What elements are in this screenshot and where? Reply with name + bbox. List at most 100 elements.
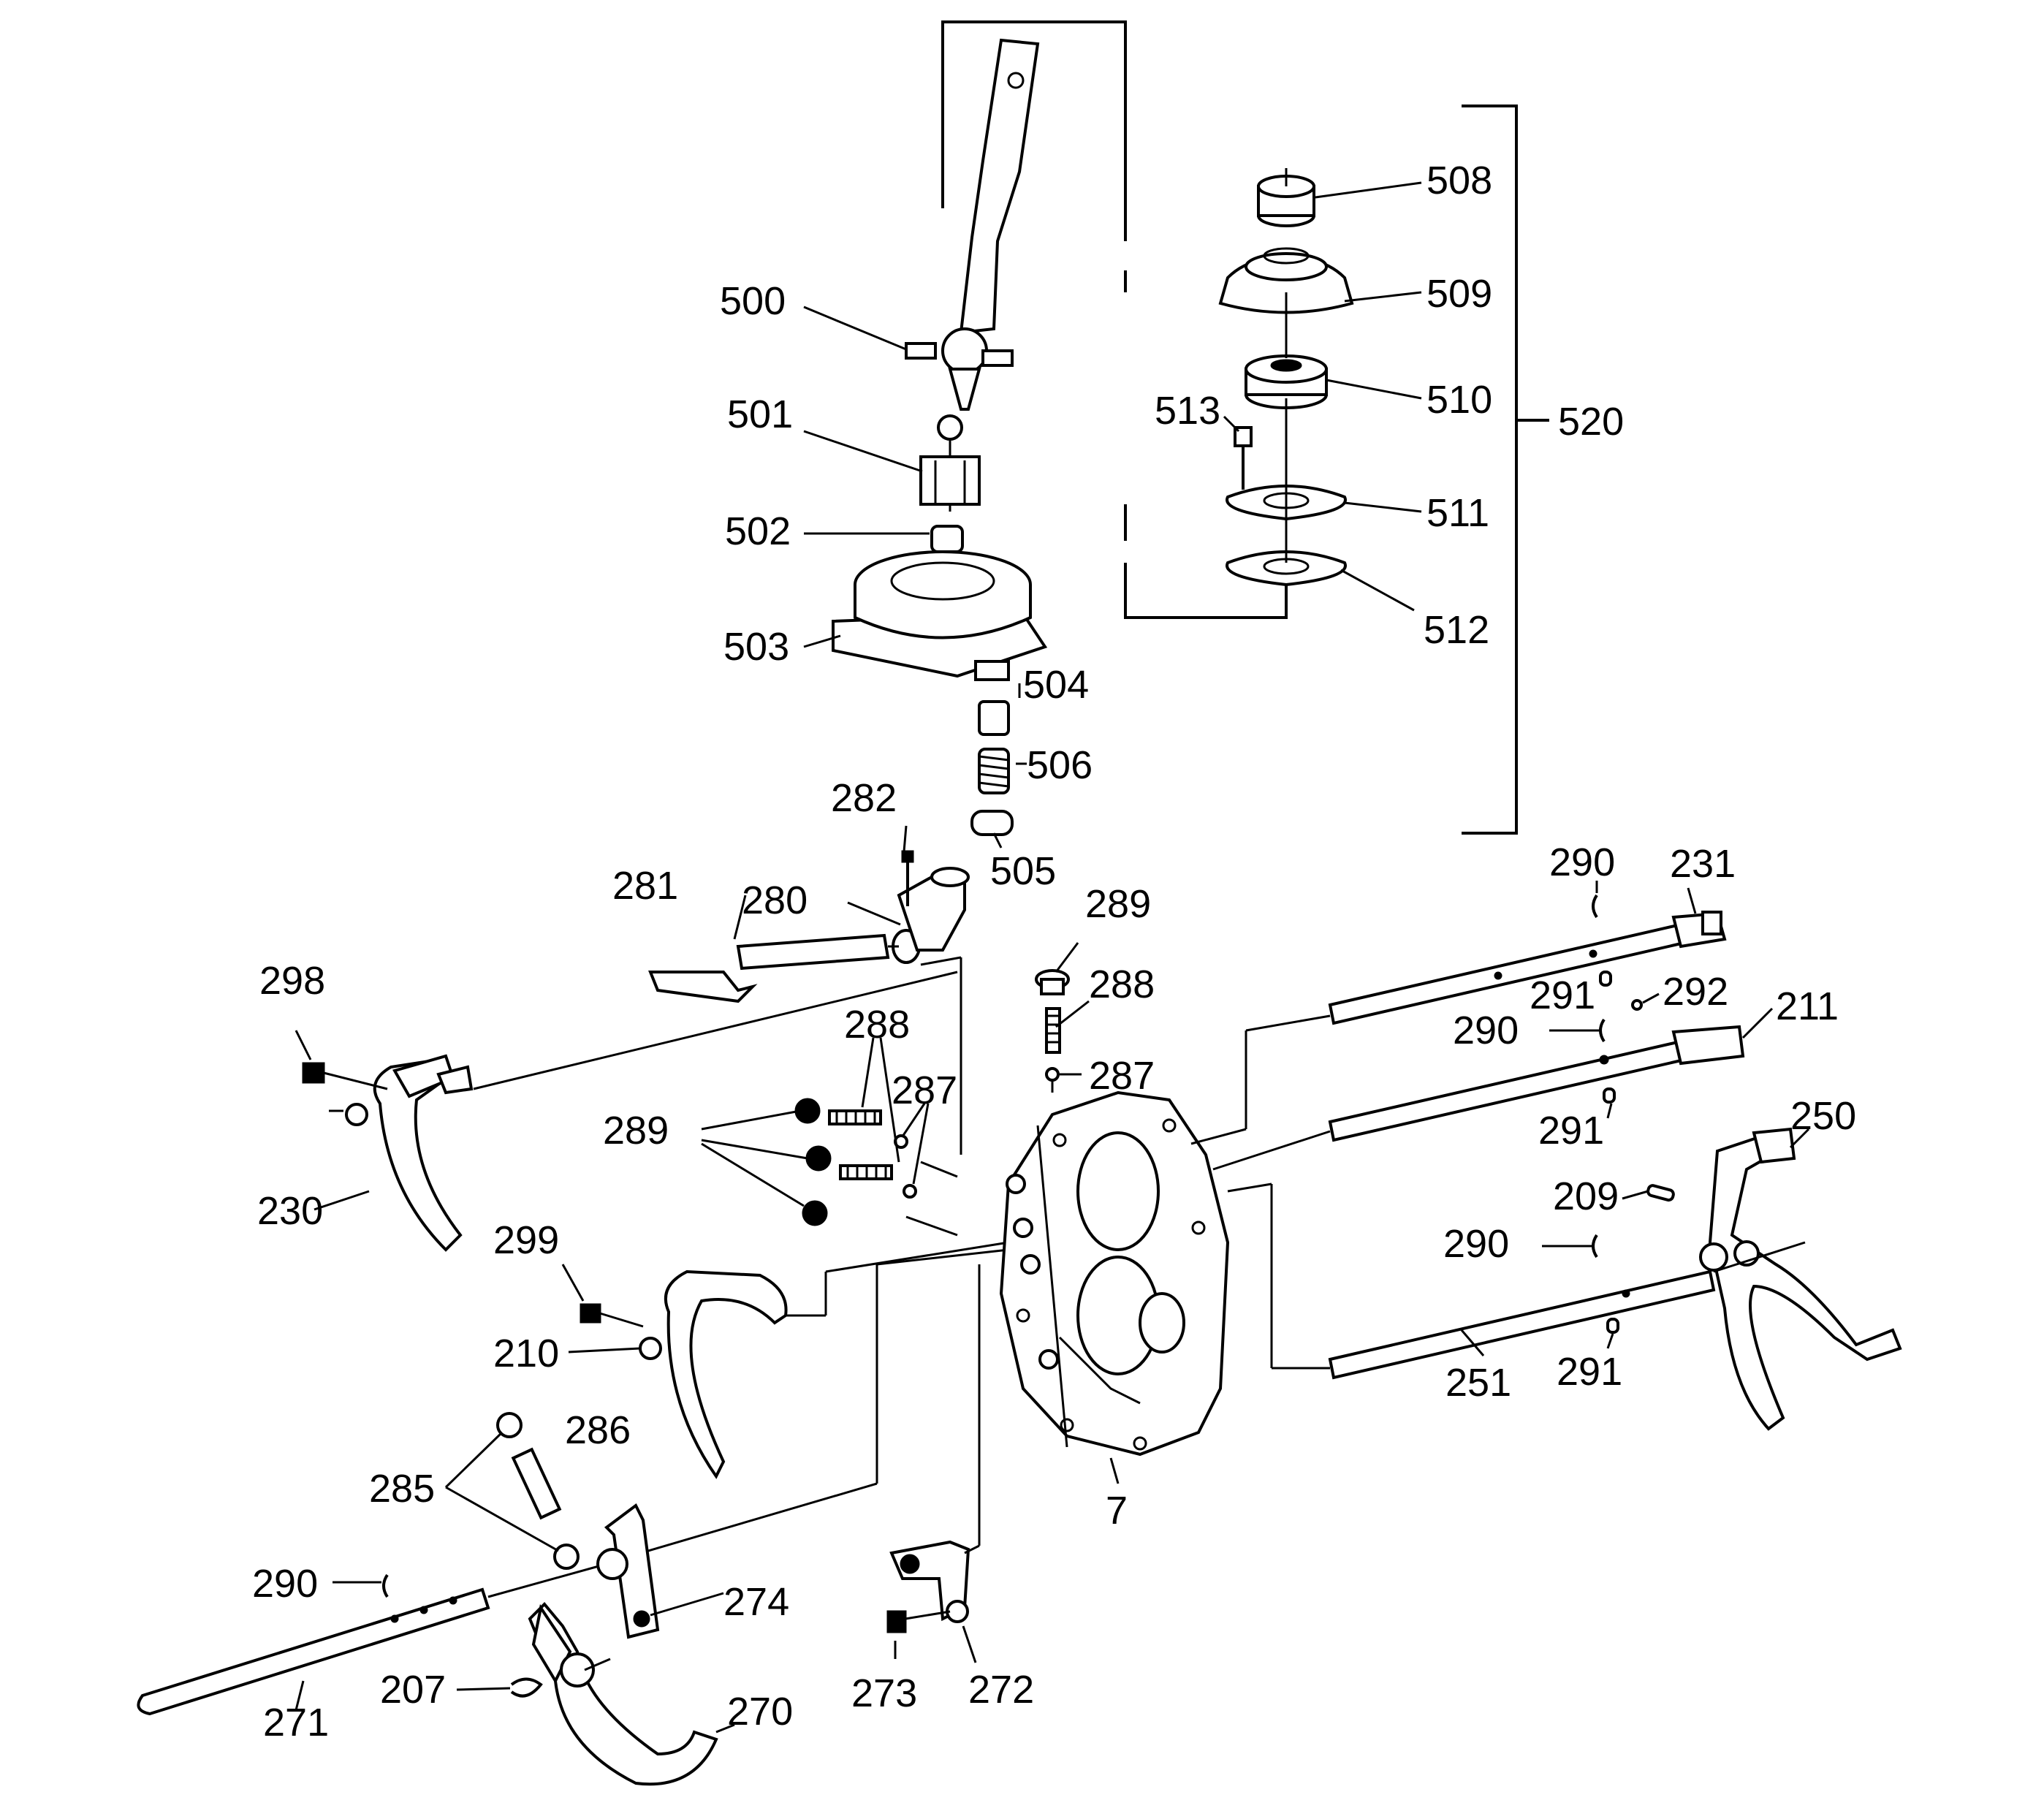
label-286: 286 <box>565 1408 631 1452</box>
clip-207 <box>510 1677 543 1698</box>
bolt-298 <box>295 1030 388 1090</box>
label-511: 511 <box>1426 491 1489 535</box>
spring-506 <box>978 748 1010 794</box>
label-7: 7 <box>1106 1489 1128 1533</box>
label-288-top: 288 <box>1089 963 1155 1006</box>
label-503: 503 <box>723 625 789 669</box>
label-251: 251 <box>1445 1361 1511 1405</box>
detent-plugs-289 <box>794 1098 832 1226</box>
detent-spring-288-top <box>1045 1007 1061 1054</box>
label-510: 510 <box>1426 378 1492 422</box>
spring-286 <box>511 1447 562 1520</box>
bolt-513 <box>1234 426 1253 490</box>
detent-ball-287-top <box>1045 1067 1060 1093</box>
detent-springs-288 <box>828 1109 893 1180</box>
label-207: 207 <box>380 1668 446 1712</box>
label-291-a: 291 <box>1530 973 1595 1017</box>
label-289-left: 289 <box>603 1109 669 1153</box>
bushing-508 <box>1257 168 1315 227</box>
label-230: 230 <box>257 1189 323 1233</box>
bolt-299 <box>561 1264 644 1328</box>
detent-balls-287 <box>894 1134 917 1199</box>
label-250: 250 <box>1790 1094 1856 1138</box>
shift-fork-210 <box>639 1269 788 1479</box>
label-298: 298 <box>259 959 325 1003</box>
label-290-231: 290 <box>1549 840 1615 884</box>
label-508: 508 <box>1426 159 1492 202</box>
pin-292 <box>1631 999 1643 1011</box>
label-287-top: 287 <box>1089 1054 1155 1098</box>
shift-fork-230 <box>345 1054 474 1252</box>
socket-501 <box>919 455 981 506</box>
label-282: 282 <box>831 776 897 820</box>
label-513: 513 <box>1155 389 1220 433</box>
label-231: 231 <box>1670 842 1736 886</box>
label-512: 512 <box>1424 608 1489 652</box>
shift-lever-274 <box>596 1503 660 1639</box>
label-509: 509 <box>1426 272 1492 316</box>
leader-lines <box>803 181 1422 848</box>
pin-291-b <box>1603 1087 1616 1104</box>
bolt-273 <box>886 1610 951 1633</box>
detent-plug-289-top <box>1035 969 1070 995</box>
label-280: 280 <box>742 878 808 922</box>
shift-rail-231 <box>1328 911 1727 1025</box>
label-500: 500 <box>720 279 786 323</box>
group-bracket-520 <box>1462 105 1549 835</box>
label-506: 506 <box>1027 743 1093 787</box>
shift-rail-281 <box>648 933 890 1003</box>
label-290-251: 290 <box>1443 1222 1509 1266</box>
shift-rail-211 <box>1328 1025 1745 1142</box>
part-labels: 500 501 502 503 504 506 505 508 509 510 … <box>252 159 1856 1744</box>
label-290-left: 290 <box>252 1562 318 1606</box>
group-bracket-500 <box>941 20 1288 619</box>
label-288-left: 288 <box>844 1003 910 1047</box>
label-273: 273 <box>851 1671 917 1715</box>
label-272: 272 <box>968 1668 1034 1712</box>
boot-509 <box>1218 247 1354 314</box>
label-502: 502 <box>725 509 791 553</box>
label-501: 501 <box>727 392 793 436</box>
label-281: 281 <box>612 864 678 908</box>
label-270: 270 <box>727 1690 793 1734</box>
shift-lever-500 <box>905 38 1040 512</box>
bushing-502 <box>930 525 964 553</box>
shift-lever-280 <box>892 867 970 964</box>
plunger-504 <box>978 700 1010 736</box>
label-520: 520 <box>1558 400 1624 444</box>
label-285: 285 <box>369 1467 435 1511</box>
label-289-top: 289 <box>1085 882 1151 926</box>
label-287-left: 287 <box>892 1068 957 1112</box>
seal-510 <box>1245 354 1328 409</box>
center-plate-7 <box>999 1090 1230 1457</box>
bolt-282 <box>901 850 914 906</box>
label-210: 210 <box>493 1332 559 1375</box>
label-209: 209 <box>1553 1174 1619 1218</box>
label-271: 271 <box>263 1701 329 1744</box>
label-291-c: 291 <box>1557 1350 1622 1394</box>
shift-fork-270 <box>528 1602 718 1786</box>
pin-291-a <box>1599 971 1612 987</box>
shift-rail-251 <box>1328 1269 1716 1380</box>
shift-fork-250 <box>1699 1127 1902 1431</box>
lever-272 <box>889 1540 970 1623</box>
shifter-base-503 <box>832 550 1048 681</box>
label-292: 292 <box>1663 970 1728 1014</box>
label-290-211: 290 <box>1453 1009 1519 1052</box>
label-505: 505 <box>990 849 1056 893</box>
clip-290-left <box>382 1573 389 1598</box>
pin-291-c <box>1606 1318 1619 1334</box>
label-274: 274 <box>723 1580 789 1624</box>
label-291-b: 291 <box>1538 1109 1604 1153</box>
clip-290-251 <box>1592 1234 1598 1258</box>
detent-balls-285 <box>496 1412 580 1570</box>
label-211: 211 <box>1776 984 1839 1028</box>
pin-505 <box>970 810 1014 836</box>
pin-209 <box>1646 1184 1675 1202</box>
label-299: 299 <box>493 1218 559 1262</box>
clip-290-231 <box>1592 894 1598 919</box>
clip-290-211 <box>1599 1018 1606 1043</box>
shift-rail-271 <box>137 1587 490 1716</box>
label-504: 504 <box>1023 663 1089 707</box>
